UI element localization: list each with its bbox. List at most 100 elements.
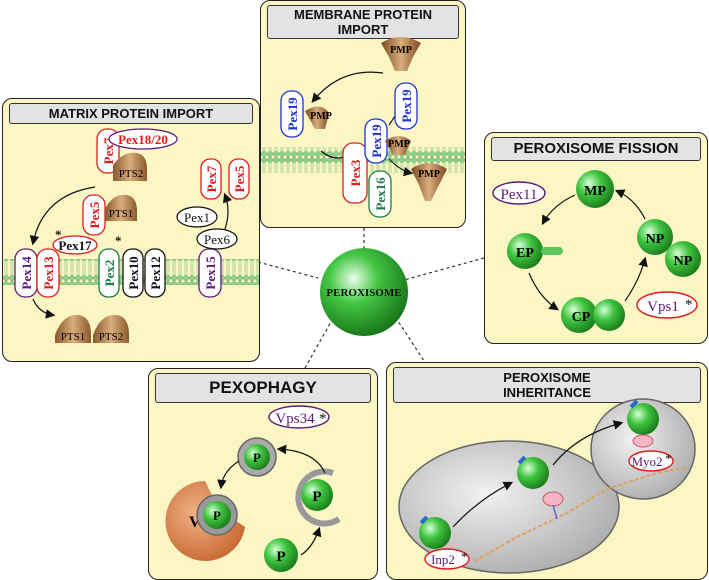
np-ball-1: [637, 219, 673, 255]
vps34-ellipse: [268, 405, 330, 429]
pex11-ellipse: [492, 181, 546, 205]
vps1-asterisk: *: [685, 297, 693, 313]
pexophagy-panel: PEXOPHAGY Vps34 * V P: [148, 368, 378, 580]
p-label-bottom: P: [276, 549, 285, 565]
pex18-20-ellipse: [108, 128, 178, 150]
pex5-recycled-box: [228, 158, 250, 200]
peroxisome-engulfed: [203, 501, 231, 529]
vps1-ellipse: [636, 291, 698, 319]
inheritance-diagram: Inp2 * Myo2 *: [398, 398, 696, 574]
pex7-recycled-box: [200, 158, 222, 200]
pmp-label-center: PMP: [388, 139, 410, 150]
pex14-label: Pex14: [19, 256, 34, 290]
pex5-recycled-label: Pex5: [232, 165, 247, 192]
pex6-label: Pex6: [204, 232, 231, 247]
pts2-top-label: PTS2: [119, 168, 143, 180]
arrow-mother-to-transport: [452, 481, 514, 528]
inp2-marker-3: [629, 399, 639, 409]
pex19-right-label: Pex19: [399, 89, 414, 123]
peroxisome-right: [301, 479, 333, 511]
vps34-label: Vps34: [275, 411, 315, 427]
pex13-label: Pex13: [41, 256, 56, 290]
connector-fission: [403, 257, 485, 281]
mp-ball: [576, 170, 614, 208]
central-peroxisome: PEROXISOME: [320, 248, 408, 336]
pts1-mid-shape: [105, 194, 137, 221]
myo2-ellipse: [628, 450, 674, 472]
pex13-box: [36, 248, 60, 298]
peroxisome-mother: [419, 517, 451, 549]
pex19-left-label: Pex19: [285, 97, 300, 131]
pex3-box: [342, 142, 368, 204]
pex7-recycled-label: Pex7: [204, 165, 219, 192]
pmp-shape-inserted: [411, 163, 447, 201]
membrane-protein-import-title: MEMBRANE PROTEIN IMPORT: [267, 5, 459, 39]
arrow-cargo-release: [32, 298, 56, 319]
pts2-matrix-shape: [93, 314, 129, 343]
pmp-shape-left: [305, 106, 329, 129]
central-peroxisome-label: PEROXISOME: [326, 287, 401, 299]
pex6-ellipse: [196, 228, 238, 250]
pmp-shape-center: [385, 136, 411, 155]
myo2-motor: [542, 491, 564, 507]
arrow-cp-to-np: [624, 256, 648, 302]
ep-extension: [541, 247, 563, 255]
peroxisome-bottom: [264, 538, 298, 572]
pmp-label-inserted: PMP: [418, 169, 440, 180]
pex10-label: Pex10: [126, 256, 141, 289]
myo2-label: Myo2: [631, 454, 662, 469]
np-label-1: NP: [646, 232, 665, 247]
vps34-asterisk: *: [319, 411, 327, 427]
inp2-marker-2: [517, 455, 527, 465]
pex16-box: [368, 170, 392, 218]
vps1-label: Vps1: [647, 299, 679, 315]
cp-ball-left: [561, 297, 597, 333]
pexophagy-diagram: Vps34 * V P P P P: [165, 405, 341, 572]
pex1-ellipse: [176, 206, 218, 228]
pex5-mid-label: Pex5: [87, 201, 102, 228]
peroxisome-bud: [627, 403, 659, 435]
pts1-matrix-label: PTS1: [61, 331, 85, 343]
mother-cell: [398, 440, 620, 574]
matrix-import-diagram: Pex7 Pex18/20 PTS2 Pex5 PTS1 Pex17 Pex14…: [3, 128, 259, 343]
pex19-center-label: Pex19: [369, 124, 384, 158]
pex2-asterisk: *: [115, 233, 122, 248]
pex13-asterisk: *: [55, 227, 62, 242]
pts1-mid-label: PTS1: [109, 208, 133, 220]
phagophore: [295, 468, 341, 527]
arrow-receptor-recycling: [223, 192, 233, 230]
membrane-import-diagram: PMP Pex19 PMP Pex3 Pex19 PMP Pex16 Pex1: [261, 37, 465, 218]
myo2-asterisk: *: [665, 451, 672, 466]
membrane-protein-import-panel: MEMBRANE PROTEIN IMPORT: [260, 0, 466, 228]
inp2-label: Inp2: [431, 552, 455, 567]
pex17-ellipse: [52, 235, 98, 255]
arrow-ep-to-cp: [528, 272, 559, 311]
inp2-ellipse: [424, 548, 470, 570]
matrix-protein-import-title: MATRIX PROTEIN IMPORT: [9, 103, 253, 124]
pex16-label: Pex16: [373, 177, 388, 211]
pex19-left-box: [280, 90, 304, 138]
peroxisome-top: [244, 444, 270, 470]
arrow-top-to-vacuole: [217, 460, 240, 490]
peroxisome-transport: [517, 457, 549, 489]
pex11-label: Pex11: [501, 187, 538, 203]
arrow-transport-to-bud: [552, 420, 624, 466]
pex19-right-box: [394, 82, 418, 130]
mp-label: MP: [584, 184, 606, 199]
fission-diagram: Pex11 MP EP NP NP CP Vps1 *: [492, 170, 701, 333]
cp-label: CP: [572, 310, 591, 325]
pex12-label: Pex12: [148, 256, 163, 289]
np-label-2: NP: [674, 254, 693, 269]
peroxisome-fission-title: PEROXISOME FISSION: [491, 137, 701, 161]
p-label-engulfed: P: [213, 508, 221, 523]
pmp-label-top: PMP: [390, 45, 412, 56]
pexophagy-title: PEXOPHAGY: [155, 373, 371, 403]
arrow-receptor-docking: [29, 186, 96, 246]
pts1-matrix-shape: [55, 314, 91, 343]
arrow-bottom-to-right: [300, 526, 322, 556]
peroxisome-inheritance-title-line2: INHERITANCE: [503, 385, 591, 400]
p-label-right: P: [312, 489, 321, 505]
actin-cable: [474, 466, 688, 562]
peroxisome-inheritance-title-line1: PEROXISOME: [503, 370, 591, 385]
